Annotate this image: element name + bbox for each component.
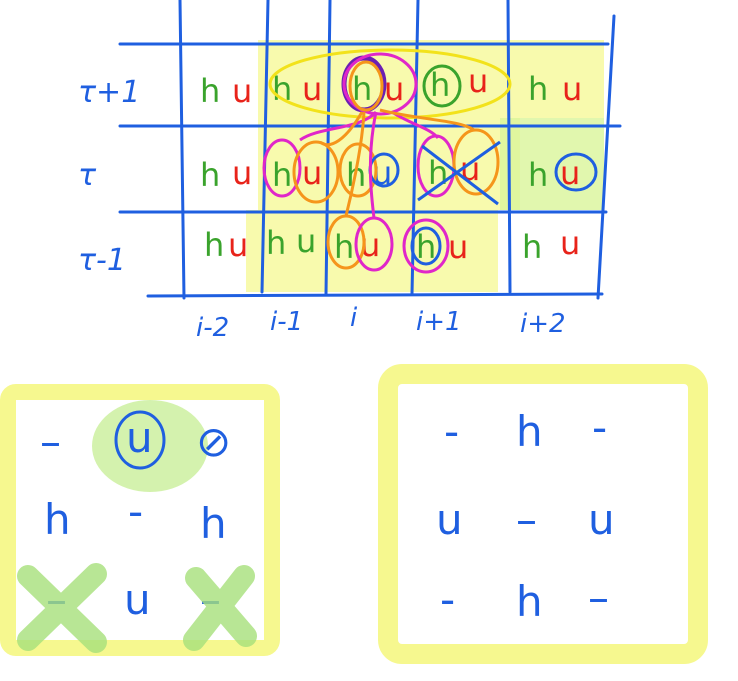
stencil-right-r0c1: h (516, 407, 543, 456)
cell-u: u (296, 222, 316, 260)
orange-connector (319, 108, 475, 217)
grid-vline-4 (506, 0, 512, 294)
magenta-circle-top-pair (342, 52, 418, 116)
cell-u: u (302, 70, 322, 108)
orange-circle-h-top (348, 60, 384, 112)
blue-circle-u-far-right (554, 152, 598, 192)
col-label-i: i (350, 303, 358, 333)
cell-h: h (522, 228, 542, 266)
left-stencil-highlight (0, 384, 280, 656)
green-circle-h-top-ip1 (422, 64, 462, 108)
cell-u: u (360, 226, 380, 264)
yellow-highlight-region (246, 40, 604, 292)
stencil-left-cross-1 (17, 563, 107, 653)
col-label-i-plus-1: i+1 (416, 307, 462, 337)
cell-h: h (334, 228, 354, 266)
orange-circle-u-left (292, 140, 340, 204)
stencil-left-r0c1: u (126, 413, 153, 462)
col-label-i-plus-2: i+2 (520, 309, 566, 339)
orange-circle-u-right (452, 128, 500, 196)
stencil-right-r2c1: h (516, 577, 543, 626)
col-label-i-minus-1: i-1 (270, 307, 303, 337)
stencil-left-r1c1: - (128, 487, 143, 536)
cell-u: u (228, 226, 248, 264)
cell-u: u (232, 72, 252, 110)
stencil-left-marks (17, 410, 257, 653)
stencil-left-r1c0: h (44, 495, 71, 544)
yellow-circle-row-top (268, 48, 512, 120)
cell-h: h (430, 66, 450, 104)
lime-highlight-region (500, 118, 604, 210)
stencil-left-r0c0: – (40, 417, 61, 466)
stencil-left-r1c2: h (200, 499, 227, 548)
cell-h: h (352, 70, 372, 108)
cell-h: h (528, 156, 548, 194)
cell-h: h (204, 226, 224, 264)
highlight-layer (0, 40, 708, 664)
row-label-tau: τ (78, 158, 97, 193)
cell-h: h (272, 156, 292, 194)
grid-vline-5 (596, 14, 616, 300)
stencil-right-r0c2: - (592, 403, 607, 452)
row-label-tau-minus-1: τ-1 (78, 243, 126, 278)
cell-h: h (272, 70, 292, 108)
col-label-i-minus-2: i-2 (196, 313, 229, 343)
stencil-left-r2c1: u (124, 575, 151, 624)
stencil-right-r1c2: u (588, 495, 615, 544)
stencil-right-r2c2: – (588, 573, 609, 622)
blue-cross-stroke (417, 140, 501, 206)
stencil-left-u-circle (114, 410, 166, 470)
grid-vline-0 (178, 0, 186, 300)
grid-vline-1 (260, 0, 270, 294)
grid-hline-bottom (146, 292, 604, 298)
stencil-right-r1c1: – (516, 495, 537, 544)
magenta-circle-h-bottom-right (402, 218, 450, 274)
magenta-circle-h-left (262, 138, 302, 198)
row-label-tau-plus-1: τ+1 (78, 75, 140, 110)
cell-h: h (266, 224, 286, 262)
cell-h: h (200, 156, 220, 194)
col-labels: i-2 i-1 i i+1 i+2 (196, 303, 566, 343)
cell-u: u (232, 154, 252, 192)
stencil-left-cross-2 (183, 565, 257, 651)
cell-u: u (560, 224, 580, 262)
stencil-left-r0c2: ⊘ (196, 417, 231, 466)
cell-u: u (562, 70, 582, 108)
cell-h: h (200, 72, 220, 110)
row-labels: τ+1 τ τ-1 (78, 75, 140, 278)
blue-circle-h-bottom-right (410, 226, 442, 266)
stencil-right: - h - u – u - h – (436, 403, 615, 626)
cell-u: u (560, 154, 580, 192)
stencil-right-r2c0: - (440, 575, 455, 624)
cell-u: u (468, 62, 488, 100)
stencil-right-r1c0: u (436, 495, 463, 544)
cell-h: h (416, 228, 436, 266)
cell-h: h (528, 70, 548, 108)
orange-circle-h-center (338, 142, 378, 198)
cell-u: u (384, 70, 404, 108)
cell-u: u (448, 228, 468, 266)
circle-annotations (262, 48, 598, 274)
cell-u: u (302, 154, 322, 192)
right-stencil-highlight (378, 364, 708, 664)
stencil-right-r0c0: - (444, 407, 459, 456)
